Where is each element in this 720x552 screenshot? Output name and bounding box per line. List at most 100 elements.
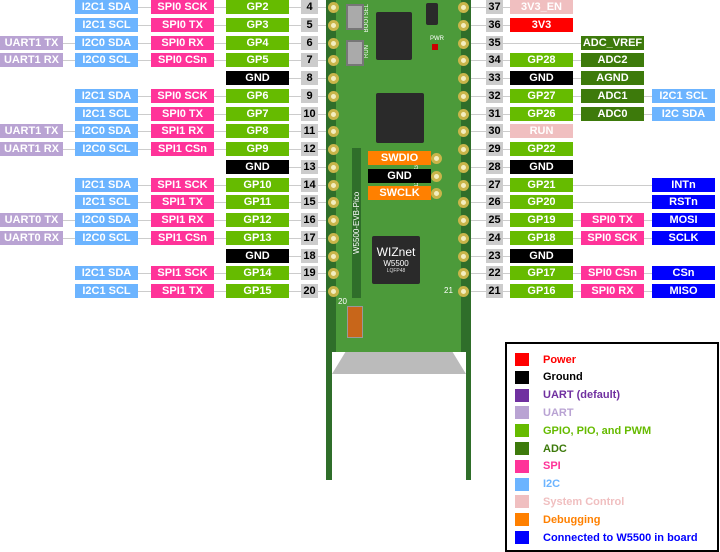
pin-label-gpio: GP3 <box>226 18 289 32</box>
legend-swatch <box>515 406 529 420</box>
bootsel-button[interactable] <box>346 4 364 30</box>
pin-label-spi: SPI0 SCK <box>581 231 644 245</box>
legend-item: Debugging <box>515 512 600 527</box>
pin-number: 30 <box>486 124 503 138</box>
pin-label-ground: GND <box>226 160 289 174</box>
connector-line <box>256 256 336 257</box>
pin-label-i2c: I2C1 SCL <box>75 284 138 298</box>
pin-number: 15 <box>301 195 318 209</box>
connector-line <box>105 114 336 115</box>
pin-number: 16 <box>301 213 318 227</box>
pin-label-w5500: CSn <box>652 266 715 280</box>
pin-pad <box>458 215 469 226</box>
pin-pad <box>458 2 469 13</box>
regulator <box>426 3 438 25</box>
pin-pad <box>458 233 469 244</box>
connector-line <box>256 78 336 79</box>
pin-pad <box>328 180 339 191</box>
pin-number: 27 <box>486 178 503 192</box>
legend-swatch <box>515 531 529 544</box>
run-button[interactable] <box>346 40 364 66</box>
pin-number: 33 <box>486 71 503 85</box>
pin-number: 26 <box>486 195 503 209</box>
connector-line <box>256 167 336 168</box>
pin-label-i2c: I2C SDA <box>652 107 715 121</box>
pin-label-uart: UART0 TX <box>0 213 63 227</box>
legend-swatch <box>515 370 529 384</box>
connector-line <box>105 7 336 8</box>
pin-pad <box>328 20 339 31</box>
connector-line <box>105 273 336 274</box>
bootsel-silk: BOOTSEL <box>364 4 370 33</box>
pin-label-gpio: GP4 <box>226 36 289 50</box>
pin-number: 10 <box>301 107 318 121</box>
pin-label-gpio: GP9 <box>226 142 289 156</box>
legend-swatch <box>515 442 529 455</box>
pin-label-gpio: GP12 <box>226 213 289 227</box>
pin-label-spi: SPI0 RX <box>151 36 214 50</box>
pin-number: 7 <box>301 53 318 67</box>
pin-label-spi: SPI0 CSn <box>151 53 214 67</box>
legend-swatch <box>515 353 529 366</box>
pin-pad <box>328 268 339 279</box>
pin-pad <box>328 197 339 208</box>
legend-label: UART <box>543 406 574 419</box>
legend-item: Power <box>515 352 576 367</box>
pin-pad <box>458 20 469 31</box>
pin-label-adc: ADC0 <box>581 107 644 121</box>
w5500-chip: WIZnet W5500 LQFP48 <box>372 236 420 284</box>
pin-label-i2c: I2C1 SCL <box>75 195 138 209</box>
pin-label-spi: SPI1 SCK <box>151 178 214 192</box>
legend-label: SPI <box>543 460 561 473</box>
pwr-led <box>432 44 438 50</box>
legend-swatch <box>515 495 529 509</box>
legend-swatch <box>515 477 529 491</box>
legend-item: ADC <box>515 441 567 456</box>
pin-pad <box>328 73 339 84</box>
pin-label-i2c: I2C0 SDA <box>75 124 138 138</box>
pin-label-i2c: I2C0 SDA <box>75 36 138 50</box>
connector-line <box>105 96 336 97</box>
pin-label-gpio: GP18 <box>510 231 573 245</box>
pin-number: 35 <box>486 36 503 50</box>
pin-label-spi: SPI0 TX <box>151 18 214 32</box>
legend-item: UART (default) <box>515 388 620 403</box>
pin-label-spi: SPI0 SCK <box>151 89 214 103</box>
legend-swatch <box>515 388 529 402</box>
pin-number: 25 <box>486 213 503 227</box>
pin-label-spi: SPI0 RX <box>581 284 644 298</box>
pin-label-spi: SPI0 SCK <box>151 0 214 14</box>
pin-label-i2c: I2C1 SCL <box>652 89 715 103</box>
pin-label-gpio: GP27 <box>510 89 573 103</box>
legend-item: Connected to W5500 in board <box>515 530 698 545</box>
pin-label-i2c: I2C1 SDA <box>75 266 138 280</box>
pin-20-silk: 20 <box>338 297 347 306</box>
legend-item: I2C <box>515 477 560 492</box>
pin-number: 8 <box>301 71 318 85</box>
pin-label-ground: GND <box>510 160 573 174</box>
pin-label-gpio: GP11 <box>226 195 289 209</box>
chip-brand: WIZnet <box>376 245 416 259</box>
debug-label-gnd: GND <box>368 169 431 183</box>
pin-label-ground: GND <box>510 249 573 263</box>
pin-label-spi: SPI1 CSn <box>151 142 214 156</box>
pin-label-gpio: GP19 <box>510 213 573 227</box>
pin-number: 5 <box>301 18 318 32</box>
pin-pad <box>328 162 339 173</box>
pin-pad <box>458 91 469 102</box>
pin-label-gpio: GP16 <box>510 284 573 298</box>
pin-label-i2c: I2C0 SCL <box>75 142 138 156</box>
debug-label-swdio: SWDIO <box>368 151 431 165</box>
chip-package: LQFP48 <box>386 268 406 274</box>
pin-label-gpio: GP6 <box>226 89 289 103</box>
chip-model: W5500 <box>383 259 409 268</box>
pin-label-w5500: SCLK <box>652 231 715 245</box>
pin-pad <box>458 55 469 66</box>
debug-pad <box>431 153 442 164</box>
pin-label-gpio: GP15 <box>226 284 289 298</box>
pin-label-gpio: GP22 <box>510 142 573 156</box>
pin-number: 37 <box>486 0 503 14</box>
flash-chip <box>376 12 412 60</box>
pin-number: 29 <box>486 142 503 156</box>
pin-pad <box>328 91 339 102</box>
